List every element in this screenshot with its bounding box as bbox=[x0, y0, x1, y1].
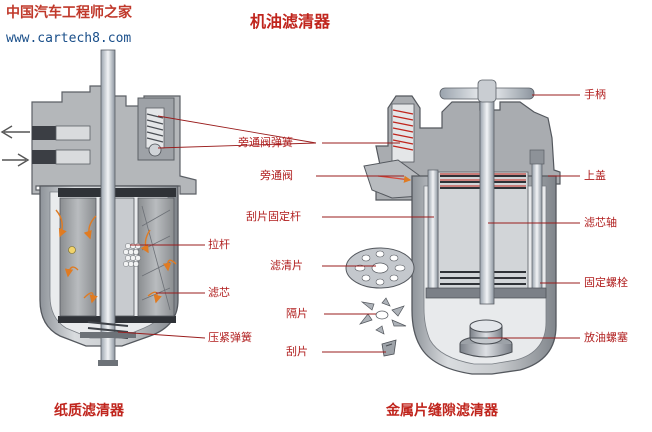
caption-paper-filter: 纸质滤清器 bbox=[54, 403, 124, 419]
label-spacer: 隔片 bbox=[286, 307, 308, 320]
metal-strip-filter-drawing bbox=[363, 79, 561, 375]
label-bypass-valve: 旁通阀 bbox=[260, 169, 293, 182]
diagram-title: 机油滤清器 bbox=[250, 12, 331, 31]
watermark-site-name: 中国汽车工程师之家 bbox=[6, 5, 132, 21]
label-filter-element: 滤芯 bbox=[208, 286, 230, 299]
label-fixing-bolt: 固定螺栓 bbox=[584, 276, 628, 289]
scraper-part bbox=[381, 339, 397, 357]
label-compression-spring: 压紧弹簧 bbox=[208, 331, 252, 344]
label-filter-disc: 滤清片 bbox=[270, 259, 303, 272]
label-element-shaft: 滤芯轴 bbox=[584, 216, 617, 229]
label-top-cover: 上盖 bbox=[584, 169, 606, 182]
label-bypass-spring: 旁通阀弹簧 bbox=[238, 136, 293, 149]
filter-disc-part bbox=[345, 247, 415, 289]
paper-filter-drawing bbox=[0, 49, 197, 366]
watermark-url: www.cartech8.com bbox=[6, 31, 132, 46]
leader-lines bbox=[117, 94, 580, 353]
label-scraper-rod: 刮片固定杆 bbox=[246, 210, 301, 223]
label-pull-rod: 拉杆 bbox=[208, 238, 230, 251]
spacer-part bbox=[358, 297, 407, 335]
label-scraper: 刮片 bbox=[286, 345, 308, 358]
label-handle: 手柄 bbox=[584, 88, 606, 101]
caption-metal-strip-filter: 金属片缝隙滤清器 bbox=[386, 403, 498, 419]
label-drain-plug: 放油螺塞 bbox=[584, 331, 628, 344]
